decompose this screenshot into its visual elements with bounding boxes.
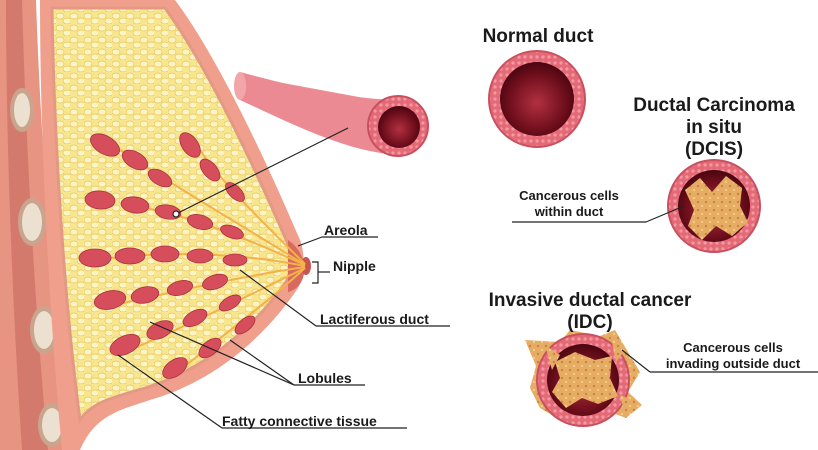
idc-duct-cross-section bbox=[525, 330, 642, 426]
idc-note: Cancerous cells invading outside duct bbox=[650, 340, 816, 372]
label-areola: Areola bbox=[324, 222, 368, 238]
normal-duct-title: Normal duct bbox=[468, 26, 608, 48]
idc-title-line1: Invasive ductal cancer bbox=[470, 290, 710, 312]
idc-title: Invasive ductal cancer (IDC) bbox=[470, 290, 710, 334]
normal-duct-cross-section bbox=[489, 51, 585, 147]
dcis-title: Ductal Carcinoma in situ (DCIS) bbox=[616, 95, 812, 161]
dcis-title-line1: Ductal Carcinoma bbox=[616, 95, 812, 117]
label-nipple: Nipple bbox=[333, 258, 376, 274]
label-fatty-tissue: Fatty connective tissue bbox=[222, 413, 377, 429]
dcis-note: Cancerous cells within duct bbox=[510, 188, 628, 220]
label-lactiferous-duct: Lactiferous duct bbox=[320, 311, 429, 327]
idc-note-line1: Cancerous cells bbox=[650, 340, 816, 356]
breast-body bbox=[40, 0, 311, 450]
dcis-duct-cross-section bbox=[668, 160, 760, 252]
magnified-duct bbox=[234, 72, 428, 156]
dcis-title-line3: (DCIS) bbox=[616, 139, 812, 161]
idc-note-line2: invading outside duct bbox=[650, 356, 816, 372]
dcis-title-line2: in situ bbox=[616, 117, 812, 139]
idc-title-line2: (IDC) bbox=[470, 312, 710, 334]
dcis-note-line1: Cancerous cells bbox=[510, 188, 628, 204]
dcis-note-line2: within duct bbox=[510, 204, 628, 220]
label-lobules: Lobules bbox=[298, 370, 352, 386]
